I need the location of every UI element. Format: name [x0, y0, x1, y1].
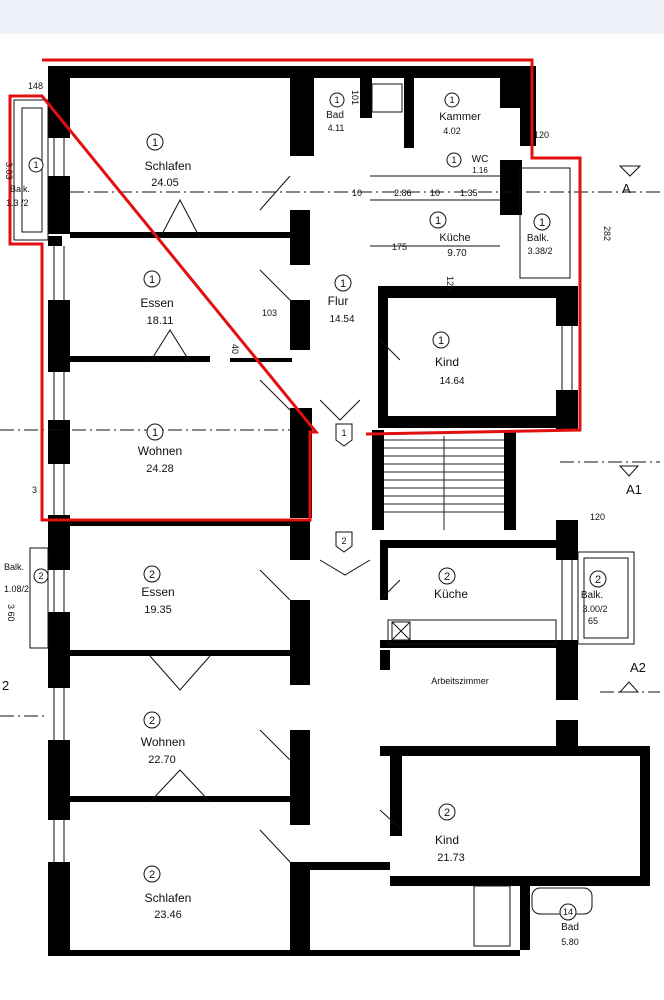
- u2-wohnen-name: Wohnen: [141, 735, 185, 749]
- u1-essen-name: Essen: [140, 296, 173, 310]
- u1-kueche-name: Küche: [439, 232, 470, 244]
- u1-bad-area: 4.11: [328, 123, 345, 133]
- dim-40: 40: [230, 344, 240, 354]
- u2-schlafen-no: 2: [149, 869, 155, 881]
- u2-balk-l-name: Balk.: [4, 562, 24, 572]
- section-a: A: [622, 181, 631, 196]
- u14-bad-no: 14: [563, 907, 573, 917]
- u1-kammer-area: 4.02: [443, 126, 461, 136]
- dim-3: 3: [32, 485, 37, 495]
- u1-balk-r-name: Balk.: [527, 233, 549, 244]
- u1-wohnen-no: 1: [152, 427, 158, 439]
- u1-kammer-name: Kammer: [439, 111, 481, 123]
- u1-flur-area: 14.54: [329, 314, 354, 325]
- u2-balk-l-no: 2: [38, 571, 43, 581]
- u1-schlafen-name: Schlafen: [145, 159, 192, 173]
- u1-balk-r-no: 1: [539, 217, 545, 229]
- u1-kammer-no: 1: [449, 95, 454, 105]
- u1-balk-l-name: Balk.: [10, 184, 30, 194]
- u1-wohnen-area: 24.28: [146, 463, 174, 475]
- u14-bad-name: Bad: [561, 922, 579, 933]
- unit-1-highlight: [8, 58, 582, 522]
- section-markers: [618, 165, 642, 693]
- section-a1: A1: [626, 482, 642, 497]
- dim-360: 3 60: [6, 604, 16, 622]
- u2-kueche-name: Küche: [434, 587, 468, 601]
- u1-kind-name: Kind: [435, 355, 459, 369]
- entry-1-label: 1: [341, 428, 346, 438]
- dim-2: 2: [2, 678, 9, 693]
- u1-kind-area: 14.64: [439, 376, 464, 387]
- u2-wohnen-no: 2: [149, 715, 155, 727]
- u2-schlafen-area: 23.46: [154, 909, 182, 921]
- u1-kueche-area: 9.70: [447, 248, 467, 259]
- u2-balk-r-name: Balk.: [581, 590, 603, 601]
- dim-10a: 10: [352, 188, 362, 198]
- dim-286: 2.86: [394, 188, 412, 198]
- dim-120b: 120: [590, 512, 605, 522]
- u2-kueche-no: 2: [444, 571, 450, 583]
- u2-essen-name: Essen: [141, 585, 174, 599]
- u2-kind-area: 21.73: [437, 852, 465, 864]
- u2-schlafen-name: Schlafen: [145, 891, 192, 905]
- u1-flur-name: Flur: [328, 294, 349, 308]
- u1-bad-name: Bad: [326, 110, 344, 121]
- u1-essen-area: 18.11: [147, 315, 174, 327]
- u2-wohnen-area: 22.70: [148, 754, 176, 766]
- dim-103: 103: [262, 308, 277, 318]
- top-strip: [0, 0, 664, 34]
- u2-kind-name: Kind: [435, 833, 459, 847]
- dim-135: 1.35: [460, 188, 478, 198]
- thin-lines: [0, 83, 660, 947]
- u2-balk-l-area: 1.08/2: [4, 584, 29, 594]
- u1-balk-r-area: 3.38/2: [527, 246, 552, 256]
- u2-essen-area: 19.35: [144, 604, 172, 616]
- dim-303: 3.03: [4, 162, 14, 180]
- u1-wc-name: WC: [472, 154, 489, 165]
- room-number-circles: [28, 92, 607, 921]
- u1-wc-no: 1: [451, 155, 456, 165]
- u1-wohnen-name: Wohnen: [138, 444, 182, 458]
- u2-balk-r-area: 3.00/2: [582, 604, 607, 614]
- u1-bad-no: 1: [334, 95, 339, 105]
- dim-282: 282: [602, 226, 612, 241]
- dim-101: 101: [350, 90, 360, 105]
- u1-wc-area: 1.16: [472, 166, 488, 175]
- section-a2: A2: [630, 660, 646, 675]
- dim-120a: 120: [534, 130, 549, 140]
- dim-148: 148: [28, 81, 43, 91]
- u1-flur-no: 1: [340, 278, 346, 290]
- u1-kueche-no: 1: [435, 215, 441, 227]
- u2-essen-no: 2: [149, 569, 155, 581]
- u1-schlafen-no: 1: [152, 137, 158, 149]
- dim-10b: 10: [430, 188, 440, 198]
- u2-balk-r-no: 2: [595, 574, 601, 586]
- u1-balk-l-no: 1: [33, 160, 38, 170]
- u1-balk-l-area: 1.3 /2: [6, 198, 29, 208]
- u1-schlafen-area: 24.05: [151, 177, 179, 189]
- dim-175: 175: [392, 242, 407, 252]
- u14-bad-area: 5.80: [561, 937, 579, 947]
- entry-markers: [335, 423, 353, 553]
- u2-arbeitszimmer-name: Arbeitszimmer: [431, 676, 489, 686]
- u2-kind-no: 2: [444, 807, 450, 819]
- u1-essen-no: 1: [149, 274, 155, 286]
- dim-129: 129: [445, 276, 455, 291]
- u1-kind-no: 1: [438, 335, 444, 347]
- walls: [48, 66, 650, 956]
- entry-2-label: 2: [341, 536, 346, 546]
- dim-65: 65: [588, 616, 598, 626]
